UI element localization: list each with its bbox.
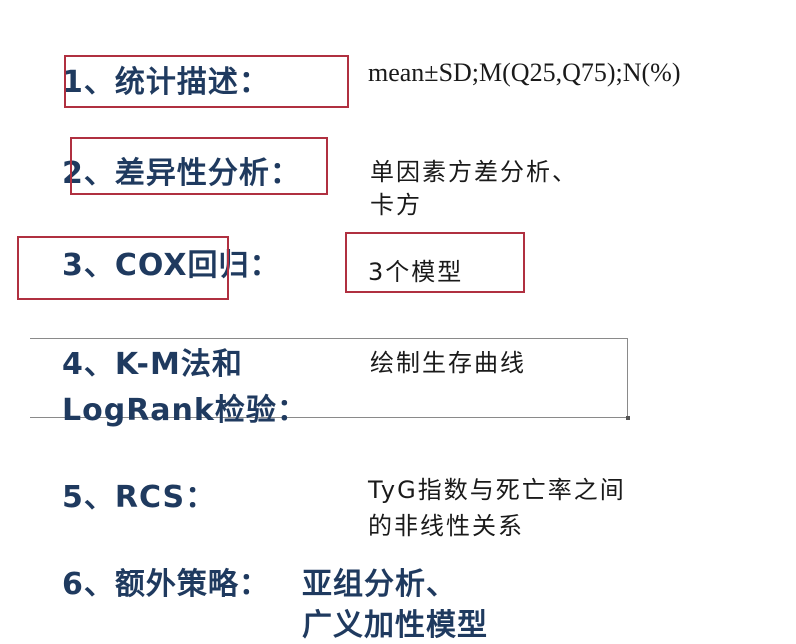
item-2-label: 2、差异性分析： (62, 156, 301, 191)
item-2-desc-line-1: 单因素方差分析、 (370, 158, 578, 186)
item-3-highlight-box (17, 236, 229, 300)
item-4-desc: 绘制生存曲线 (370, 349, 526, 377)
item-3-desc: 3个模型 (368, 258, 464, 286)
item-6-desc-line-2: 广义加性模型 (302, 608, 488, 643)
item-6-label: 6、额外策略： (62, 567, 270, 602)
item-4-label-line-2: LogRank检验： (62, 393, 308, 428)
item-6-desc-line-1: 亚组分析、 (302, 567, 457, 602)
item-1-label: 1、统计描述： (62, 65, 270, 100)
frame-corner-handle (626, 416, 630, 420)
item-5-label: 5、RCS： (62, 480, 217, 515)
item-2-highlight-box (70, 137, 328, 195)
item-5-desc-line-1: TyG指数与死亡率之间 (368, 476, 626, 504)
item-2-desc-line-2: 卡方 (370, 191, 422, 219)
item-4-label-line-1: 4、K-M法和 (62, 347, 243, 382)
item-1-desc: mean±SD;M(Q25,Q75);N(%) (368, 58, 681, 87)
item-3-label: 3、COX回归： (62, 248, 281, 283)
item-5-desc-line-2: 的非线性关系 (368, 512, 524, 540)
item-1-highlight-box (64, 55, 349, 108)
item-4-frame (30, 338, 628, 418)
item-3-desc-highlight-box (345, 232, 525, 293)
